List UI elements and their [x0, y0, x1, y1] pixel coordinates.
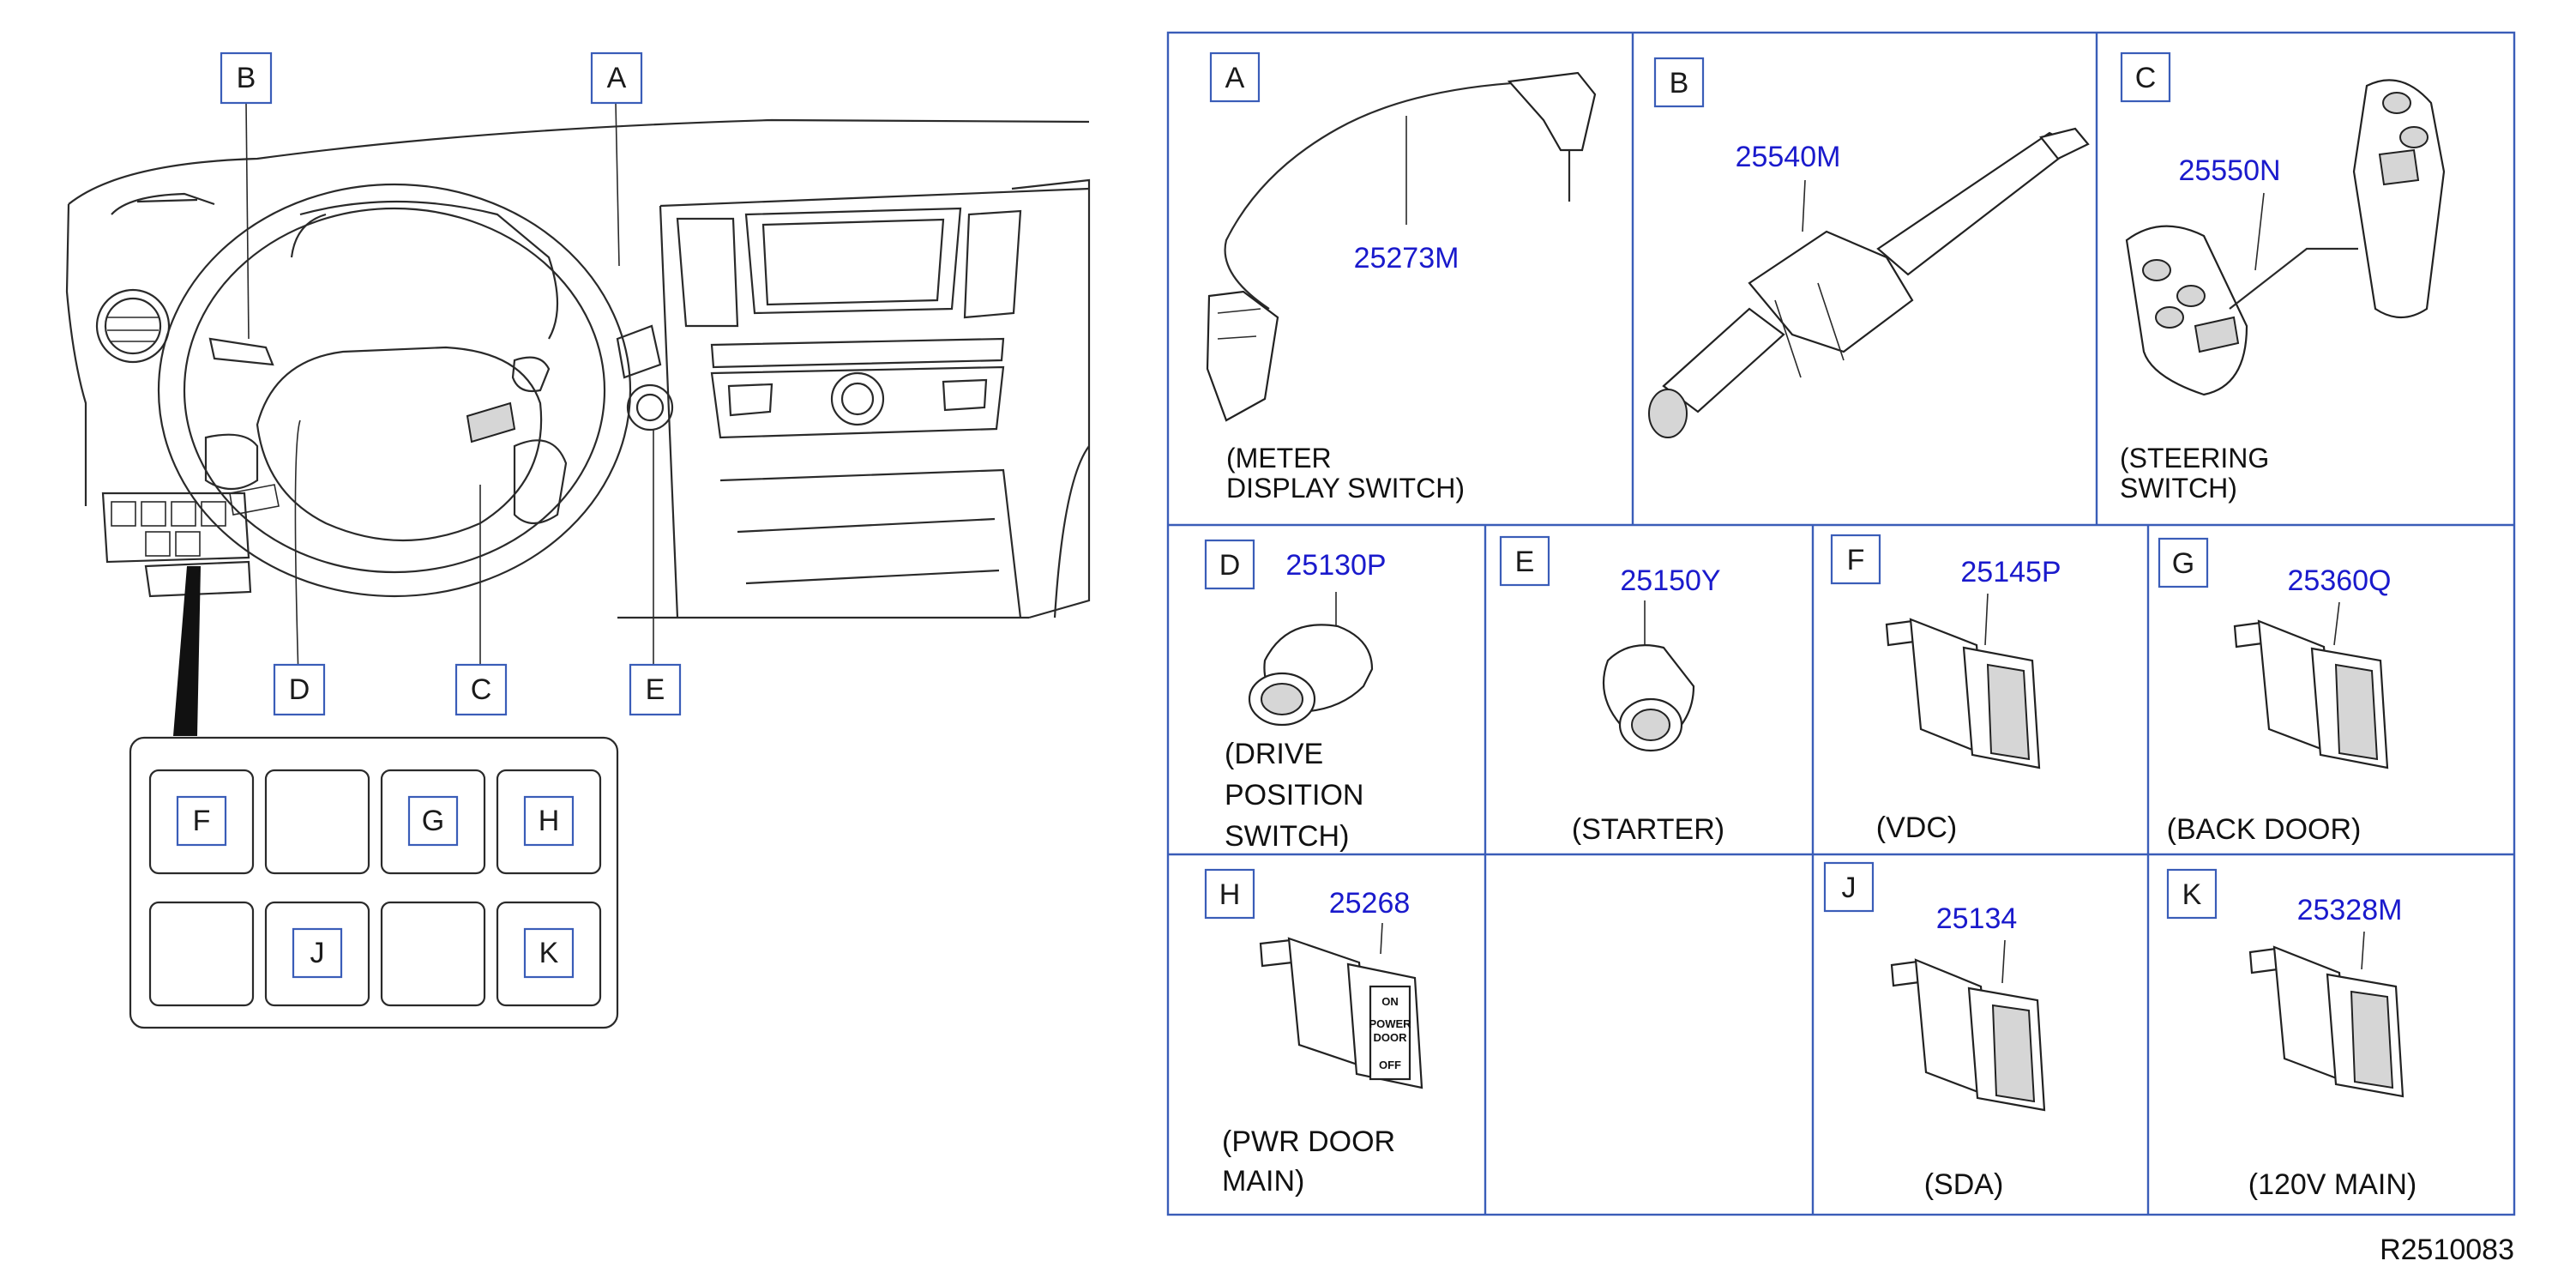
part-letter-f: F	[1847, 544, 1865, 576]
part-letter-g: G	[2172, 547, 2194, 580]
part-cell-a: A 25273M (METER DISPLAY SWITCH)	[1206, 51, 1597, 504]
part-desc-a-1: (METER	[1226, 443, 1332, 474]
panel-slot-k: K	[496, 901, 602, 1007]
part-desc-g-1: (BACK DOOR)	[2167, 813, 2362, 846]
dash-callout-c: C	[454, 663, 508, 716]
switch-panel-detail: F G H J K	[129, 736, 619, 1029]
part-cell-c: C 25550N (STEERING SWITCH)	[2120, 51, 2446, 504]
power-door-switch-off: OFF	[1379, 1059, 1401, 1071]
panel-slot-f: F	[148, 769, 255, 875]
svg-text:D: D	[289, 673, 310, 706]
part-cell-g: G 25360Q (BACK DOOR)	[2158, 537, 2392, 846]
part-number-f: 25145P	[1960, 556, 2061, 588]
dashboard-illustration: B A D C E F G	[65, 51, 1091, 1029]
svg-text:G: G	[422, 805, 444, 837]
svg-text:H: H	[539, 805, 560, 837]
dash-callout-a: A	[590, 51, 643, 105]
dash-callout-e: E	[629, 663, 682, 716]
svg-text:A: A	[607, 62, 627, 94]
part-desc-c-2: SWITCH)	[2120, 473, 2237, 504]
panel-slot-h: H	[496, 769, 602, 875]
part-desc-f-1: (VDC)	[1876, 811, 1957, 844]
svg-text:E: E	[646, 673, 665, 706]
part-letter-h: H	[1219, 878, 1241, 911]
part-letter-k: K	[2182, 878, 2202, 911]
dash-callout-d: D	[273, 663, 326, 716]
part-number-k: 25328M	[2297, 894, 2403, 926]
part-desc-a-2: DISPLAY SWITCH)	[1226, 473, 1465, 504]
part-letter-d: D	[1219, 549, 1241, 582]
part-desc-d-2: POSITION	[1225, 779, 1363, 811]
part-cell-k: K 25328M (120V MAIN)	[2166, 868, 2417, 1201]
part-desc-h-2: MAIN)	[1222, 1165, 1304, 1198]
part-number-g: 25360Q	[2288, 564, 2392, 597]
part-desc-j-1: (SDA)	[1924, 1168, 2004, 1201]
part-cell-f: F 25145P (VDC)	[1830, 534, 2061, 844]
power-door-switch-door: DOOR	[1374, 1031, 1408, 1044]
part-letter-j: J	[1842, 872, 1857, 904]
panel-slot-empty-1	[264, 769, 370, 875]
part-number-h: 25268	[1329, 887, 1411, 920]
part-number-b: 25540M	[1736, 141, 1841, 173]
part-number-a: 25273M	[1354, 242, 1460, 275]
part-number-j: 25134	[1936, 902, 2018, 935]
panel-slot-empty-2	[148, 901, 255, 1007]
part-number-d: 25130P	[1285, 549, 1386, 582]
part-desc-e-1: (STARTER)	[1572, 813, 1724, 846]
part-cell-h: H 25268 ON POWER DOOR OFF (PWR DOOR MAIN…	[1204, 868, 1423, 1198]
part-desc-d-1: (DRIVE	[1225, 738, 1323, 770]
dash-callout-b: B	[220, 51, 273, 105]
part-desc-k-1: (120V MAIN)	[2248, 1168, 2417, 1201]
part-desc-h-1: (PWR DOOR	[1222, 1125, 1395, 1158]
power-door-switch-on: ON	[1381, 995, 1399, 1008]
part-letter-c: C	[2135, 62, 2157, 94]
reference-code: R2510083	[2380, 1234, 2514, 1266]
svg-text:F: F	[193, 805, 211, 837]
svg-text:J: J	[310, 937, 325, 969]
svg-text:C: C	[471, 673, 492, 706]
part-number-c: 25550N	[2178, 154, 2280, 187]
part-letter-e: E	[1515, 546, 1535, 578]
parts-grid: A 25273M (METER DISPLAY SWITCH) B 25540M	[1166, 31, 2516, 1216]
svg-text:K: K	[539, 937, 559, 969]
panel-slot-j: J	[264, 901, 370, 1007]
part-desc-c-1: (STEERING	[2120, 443, 2269, 474]
power-door-switch-power: POWER	[1369, 1017, 1411, 1030]
part-desc-d-3: SWITCH)	[1225, 820, 1349, 853]
part-cell-e: E 25150Y (STARTER)	[1499, 535, 1724, 846]
part-letter-b: B	[1670, 67, 1689, 100]
panel-slot-empty-3	[380, 901, 486, 1007]
part-number-e: 25150Y	[1620, 564, 1720, 597]
svg-text:B: B	[237, 62, 256, 94]
part-cell-d: D 25130P (DRIVE POSITION SWITCH)	[1204, 539, 1387, 853]
part-cell-j: J 25134 (SDA)	[1823, 861, 2046, 1201]
panel-slot-g: G	[380, 769, 486, 875]
part-cell-b: B 25540M	[1648, 57, 2090, 438]
part-letter-a: A	[1225, 62, 1245, 94]
